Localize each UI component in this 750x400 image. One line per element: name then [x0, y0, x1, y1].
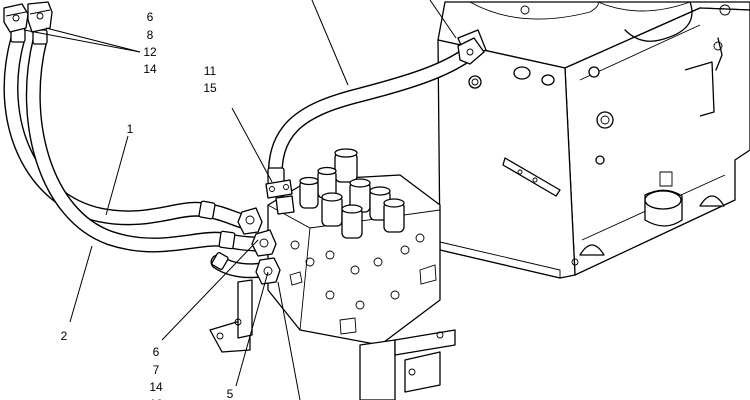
- callout-group-mid: 11 15: [203, 64, 217, 95]
- callout-2: 2: [61, 329, 68, 343]
- callout-8-top: 8: [147, 28, 154, 42]
- callout-group-top: 6 8 12 14: [143, 10, 157, 76]
- callout-group-bottom: 6 7 14 16: [149, 345, 163, 400]
- callout-5: 5: [227, 387, 234, 400]
- callout-6-top: 6: [147, 10, 154, 24]
- callout-14-bottom: 14: [149, 380, 163, 394]
- hose-assemblies: [3, 27, 470, 279]
- callout-7: 7: [153, 363, 160, 377]
- callout-12-top: 12: [143, 45, 157, 59]
- callout-15: 15: [203, 81, 217, 95]
- hose-fittings: [3, 1, 485, 285]
- hydraulic-tank: [437, 1, 750, 279]
- callout-6-bottom: 6: [153, 345, 160, 359]
- callout-16: 16: [149, 397, 163, 400]
- callout-14-top: 14: [143, 62, 157, 76]
- leader-lines: [23, 0, 457, 400]
- callout-11: 11: [204, 64, 217, 78]
- callout-1: 1: [127, 122, 134, 136]
- mounting-brackets: [209, 279, 456, 400]
- control-valve-block: [267, 148, 441, 346]
